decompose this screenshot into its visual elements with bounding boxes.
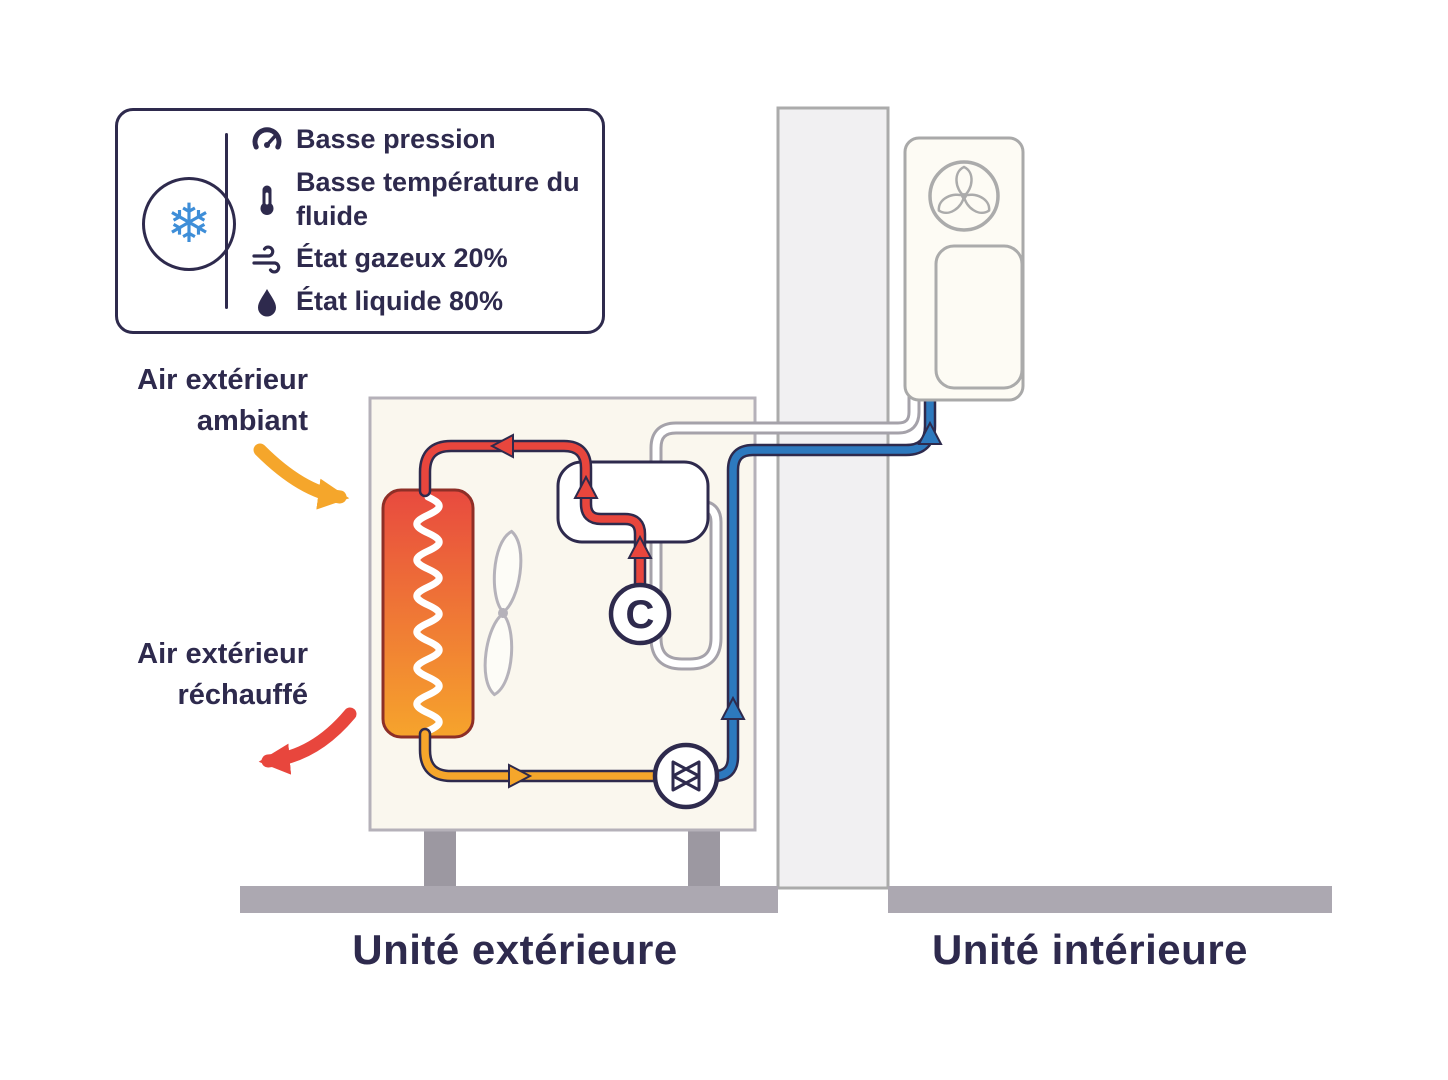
indoor-fan-icon: [928, 160, 1000, 232]
coil-wave: [413, 493, 443, 735]
orange-pipe: [418, 727, 663, 789]
air-out-label: Air extérieur réchauffé: [137, 638, 308, 711]
orange-arrow-right: [508, 763, 533, 789]
red-pipe: [418, 433, 653, 597]
blue-arrow-up-indoor: [917, 420, 943, 445]
blue-pipe: [707, 387, 943, 783]
legend-label: Basse température du fluide: [296, 166, 580, 231]
thermometer-icon: [248, 183, 286, 217]
legend-label: État gazeux 20%: [296, 243, 508, 274]
snowflake-glyph: ❄: [166, 194, 212, 254]
air-out-arrow: [258, 707, 357, 775]
legend-box: ❄ Basse pression: [115, 108, 605, 334]
indoor-unit-panel: [934, 244, 1024, 390]
red-arrow-up-compressor: [627, 534, 653, 559]
blue-arrow-up-valve: [720, 695, 746, 720]
ground: [240, 886, 1332, 913]
air-in-arrow: [253, 443, 350, 510]
red-arrow-up-valve: [573, 474, 599, 499]
red-arrow-left: [489, 433, 514, 459]
compressor: C: [608, 582, 672, 646]
legend-item-pressure: Basse pression: [248, 123, 588, 157]
snowflake-icon: ❄: [142, 177, 236, 271]
legend-item-liquid: État liquide 80%: [248, 285, 588, 319]
air-in-label: Air extérieur ambiant: [137, 364, 308, 437]
legend-item-gas: État gazeux 20%: [248, 242, 588, 276]
outdoor-unit-label: Unité extérieure: [352, 926, 678, 973]
heat-exchanger: [381, 488, 475, 739]
legend-label: État liquide 80%: [296, 286, 504, 317]
gauge-icon: [248, 123, 286, 157]
legend-divider: [225, 133, 228, 309]
legend-item-temperature: Basse température du fluide: [248, 166, 588, 234]
gray-pipe: [649, 387, 921, 671]
compressor-letter: C: [626, 593, 655, 637]
outdoor-unit-legs: [424, 828, 720, 886]
indoor-unit: [903, 136, 1025, 402]
wall: [776, 106, 890, 890]
legend-label: Basse pression: [296, 124, 496, 155]
gas-icon: [248, 242, 286, 276]
indoor-unit-label: Unité intérieure: [931, 926, 1249, 973]
outdoor-fan-icon: [483, 529, 523, 697]
droplet-icon: [248, 285, 286, 319]
expansion-valve-icon: [652, 742, 720, 810]
